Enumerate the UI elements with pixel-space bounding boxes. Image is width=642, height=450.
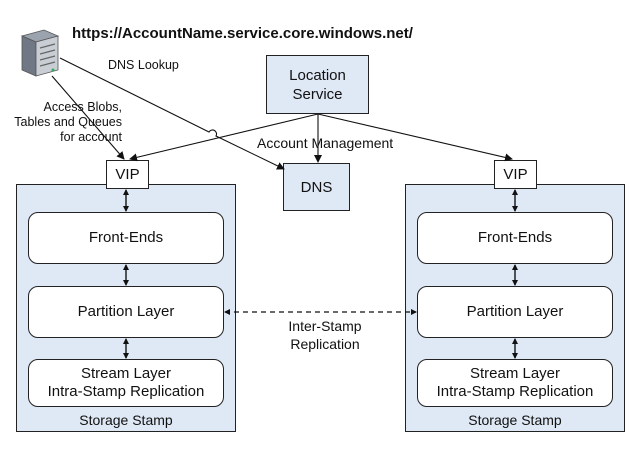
partition-layer-right: Partition Layer: [417, 286, 613, 338]
front-ends-layer-left: Front-Ends: [28, 212, 224, 264]
dns-box: DNS: [283, 163, 350, 211]
stream-layer-left-line2: Intra-Stamp Replication: [47, 383, 205, 400]
dns-lookup-label: DNS Lookup: [108, 58, 179, 72]
stream-layer-left-line1: Stream Layer: [80, 365, 172, 382]
stream-layer-left: Stream Layer Intra-Stamp Replication: [28, 359, 224, 407]
access-label-line1: Access Blobs,: [43, 100, 122, 114]
location-service-box: Location Service: [266, 55, 369, 114]
location-service-line2: Service: [292, 85, 343, 103]
partition-layer-left: Partition Layer: [28, 286, 224, 338]
inter-stamp-line2: Replication: [290, 336, 360, 352]
storage-stamp-right-caption: Storage Stamp: [468, 412, 562, 428]
storage-stamp-left-caption: Storage Stamp: [79, 412, 173, 428]
access-label: Access Blobs, Tables and Queues for acco…: [10, 100, 122, 145]
stream-layer-right-line1: Stream Layer: [469, 365, 561, 382]
front-ends-layer-right: Front-Ends: [417, 212, 613, 264]
vip-box-right: VIP: [494, 160, 537, 189]
account-management-label: Account Management: [257, 135, 394, 151]
access-label-line3: for account: [60, 130, 122, 144]
account-url: https://AccountName.service.core.windows…: [72, 25, 413, 42]
location-service-line1: Location: [289, 66, 346, 84]
stream-layer-right-line2: Intra-Stamp Replication: [436, 383, 594, 400]
access-label-line2: Tables and Queues: [14, 115, 122, 129]
server-computer-icon: [18, 28, 62, 78]
stream-layer-right: Stream Layer Intra-Stamp Replication: [417, 359, 613, 407]
inter-stamp-replication-label: Inter-Stamp Replication: [250, 317, 400, 353]
vip-box-left: VIP: [106, 160, 149, 189]
inter-stamp-line1: Inter-Stamp: [288, 318, 362, 334]
